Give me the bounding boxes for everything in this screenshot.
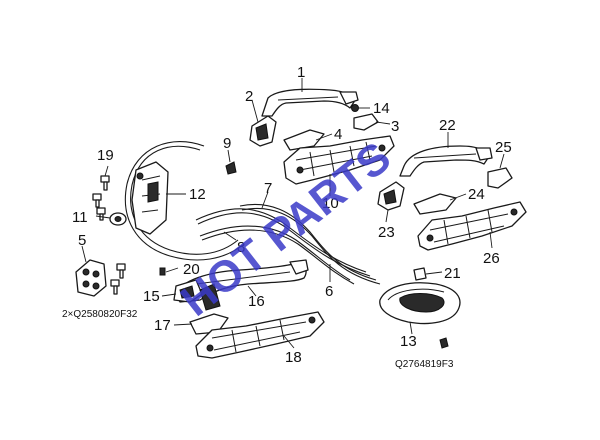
part-18-rear-carrier bbox=[195, 311, 325, 359]
screw-note: Q2764819F3 bbox=[395, 359, 454, 370]
callout-17: 17 bbox=[154, 317, 171, 334]
part-22-outer-handle bbox=[399, 145, 493, 177]
callout-24: 24 bbox=[468, 186, 485, 203]
part-1-outer-handle bbox=[261, 88, 359, 117]
callout-16: 16 bbox=[248, 293, 265, 310]
callout-22: 22 bbox=[439, 117, 456, 134]
part-4-gasket bbox=[283, 129, 325, 151]
callout-10: 10 bbox=[322, 195, 339, 212]
part-21-clip bbox=[413, 267, 427, 281]
bolt-note: 2×Q2580820F32 bbox=[62, 309, 138, 320]
part-20-clip bbox=[159, 267, 166, 276]
part-10-handle-carrier bbox=[283, 135, 395, 185]
part-14-clip bbox=[351, 104, 359, 112]
part-26-handle-carrier bbox=[417, 201, 527, 251]
part-12-lock-unit bbox=[124, 141, 245, 261]
callout-labels: 1 2 3 4 5 6 7 8 9 10 11 12 13 14 15 16 1… bbox=[72, 64, 512, 366]
callout-12: 12 bbox=[189, 186, 206, 203]
callout-18: 18 bbox=[285, 349, 302, 366]
part-19-bolt bbox=[100, 175, 110, 191]
part-24-gasket bbox=[413, 193, 457, 215]
callout-25: 25 bbox=[495, 139, 512, 156]
part-8-cable bbox=[199, 225, 355, 285]
callout-5: 5 bbox=[78, 232, 86, 249]
callout-15: 15 bbox=[143, 288, 160, 305]
bolt-pair bbox=[110, 263, 126, 295]
part-2-end-cap bbox=[249, 115, 277, 147]
callout-19: 19 bbox=[97, 147, 114, 164]
part-5-cover-plate bbox=[75, 259, 107, 297]
callout-13: 13 bbox=[400, 333, 417, 350]
part-11-grommet bbox=[109, 212, 127, 226]
screw-q2764819f3 bbox=[439, 337, 449, 349]
callout-1: 1 bbox=[297, 64, 305, 81]
part-9-screw bbox=[225, 161, 237, 175]
part-25-cover bbox=[487, 167, 513, 189]
part-23-end-cap bbox=[377, 181, 405, 211]
callout-9: 9 bbox=[223, 135, 231, 152]
callout-8: 8 bbox=[237, 239, 245, 256]
part-3-cover bbox=[353, 113, 379, 131]
callout-2: 2 bbox=[245, 88, 253, 105]
callout-11: 11 bbox=[72, 209, 88, 226]
part-6-cable bbox=[239, 203, 381, 285]
callout-23: 23 bbox=[378, 224, 395, 241]
callout-4: 4 bbox=[334, 126, 342, 143]
part-13-inner-handle bbox=[379, 282, 461, 325]
callout-26: 26 bbox=[483, 250, 500, 267]
leader-lines bbox=[81, 78, 505, 349]
callout-7: 7 bbox=[264, 180, 272, 197]
part-15-end-cap bbox=[173, 279, 221, 311]
callout-21: 21 bbox=[444, 265, 461, 282]
callout-14: 14 bbox=[373, 100, 390, 117]
callout-3: 3 bbox=[391, 118, 399, 135]
callout-6: 6 bbox=[325, 283, 333, 300]
callout-20: 20 bbox=[183, 261, 200, 278]
